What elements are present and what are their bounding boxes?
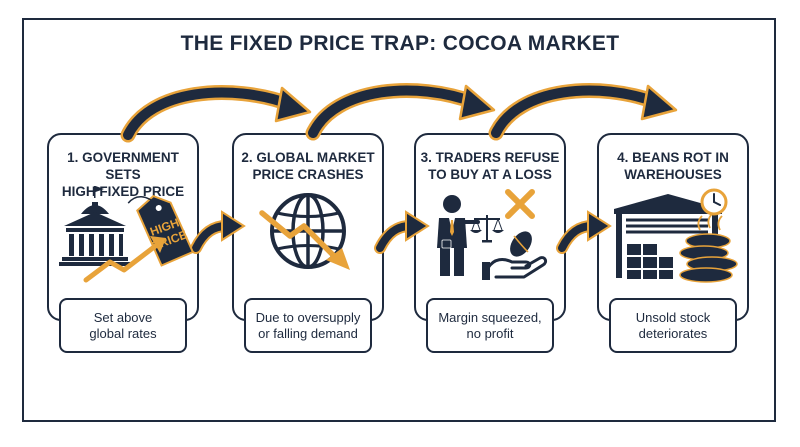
balance-scales-icon bbox=[470, 215, 504, 243]
step-4-title: 4. BEANS ROT IN WAREHOUSES bbox=[617, 150, 729, 182]
trader-scales-refuse-icon bbox=[437, 189, 548, 280]
step-4-callout: Unsold stock deteriorates bbox=[609, 298, 737, 353]
rising-arrow-icon bbox=[83, 236, 166, 283]
step-2-title: 2. GLOBAL MARKET PRICE CRASHES bbox=[241, 150, 375, 182]
high-price-tag-icon: HIGH PRICE bbox=[127, 194, 195, 267]
government-building-price-tag-icon: HIGH PRICE bbox=[59, 186, 195, 283]
top-flow-arrow-3 bbox=[488, 82, 678, 141]
diagram-title: THE FIXED PRICE TRAP: COCOA MARKET bbox=[180, 32, 620, 55]
government-building-icon bbox=[59, 186, 131, 266]
open-hand-icon bbox=[482, 256, 548, 280]
step-1-callout: Set above global rates bbox=[59, 298, 187, 353]
warehouse-icon bbox=[614, 194, 722, 279]
warehouse-rotting-sacks-icon bbox=[614, 188, 738, 283]
side-flow-arrow-3 bbox=[556, 210, 612, 254]
side-flow-arrow-2 bbox=[374, 210, 430, 254]
step-3-callout: Margin squeezed, no profit bbox=[426, 298, 554, 353]
top-flow-arrow-1 bbox=[120, 85, 312, 143]
top-flow-arrow-2 bbox=[305, 82, 496, 141]
clock-icon bbox=[700, 188, 728, 216]
side-flow-arrow-1 bbox=[190, 210, 246, 254]
globe-falling-arrow-icon bbox=[259, 193, 350, 270]
businessman-icon bbox=[437, 195, 480, 276]
step-1-title: 1. GOVERNMENT SETS HIGH FIXED PRICE bbox=[61, 150, 185, 199]
step-2-callout: Due to oversupply or falling demand bbox=[244, 298, 372, 353]
falling-arrow-icon bbox=[259, 210, 350, 270]
step-3-title: 3. TRADERS REFUSE TO BUY AT A LOSS bbox=[420, 150, 560, 182]
cocoa-bean-icon bbox=[510, 231, 532, 257]
rotting-sacks-icon bbox=[679, 213, 738, 283]
x-refuse-icon bbox=[505, 189, 535, 219]
